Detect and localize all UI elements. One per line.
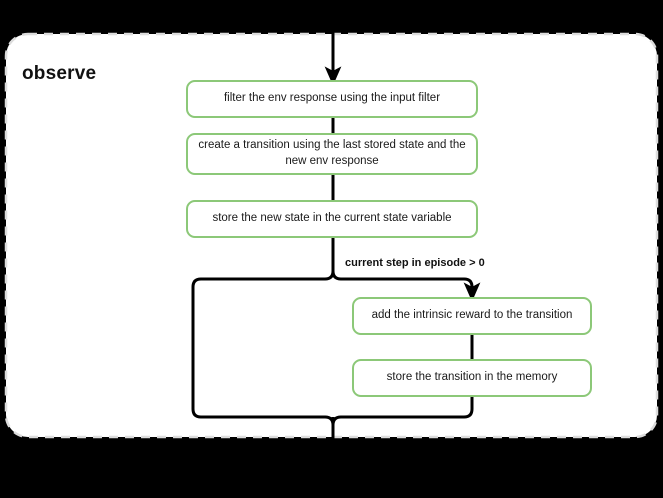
- node-filter-env-response[interactable]: filter the env response using the input …: [186, 80, 478, 118]
- node-store-new-state[interactable]: store the new state in the current state…: [186, 200, 478, 238]
- node-add-intrinsic-reward[interactable]: add the intrinsic reward to the transiti…: [352, 297, 592, 335]
- edge-label-current-step-condition: current step in episode > 0: [345, 257, 485, 269]
- group-title-observe: observe: [22, 63, 97, 84]
- node-create-transition[interactable]: create a transition using the last store…: [186, 133, 478, 175]
- edge-condition-branch: [331, 270, 481, 302]
- edge-skip-branch: [191, 270, 335, 409]
- node-store-transition-memory[interactable]: store the transition in the memory: [352, 359, 592, 397]
